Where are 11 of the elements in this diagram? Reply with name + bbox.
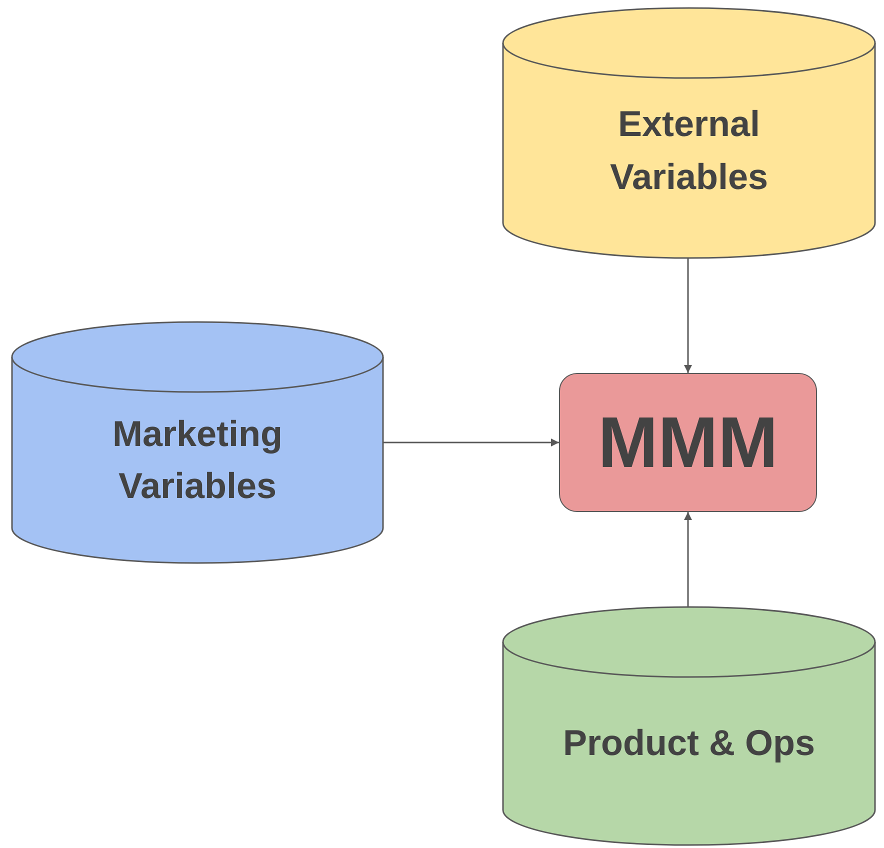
model-box bbox=[559, 373, 817, 512]
database-cylinder bbox=[503, 607, 875, 845]
arrow bbox=[684, 258, 692, 373]
node-label: Marketing Variables bbox=[111, 412, 284, 508]
node-label: MMM bbox=[598, 406, 778, 478]
arrow bbox=[383, 438, 559, 446]
arrow bbox=[684, 512, 692, 607]
node-label: External Variables bbox=[608, 102, 770, 198]
node-label: Product & Ops bbox=[562, 721, 816, 766]
database-cylinder bbox=[503, 8, 875, 258]
database-cylinder bbox=[12, 322, 383, 563]
